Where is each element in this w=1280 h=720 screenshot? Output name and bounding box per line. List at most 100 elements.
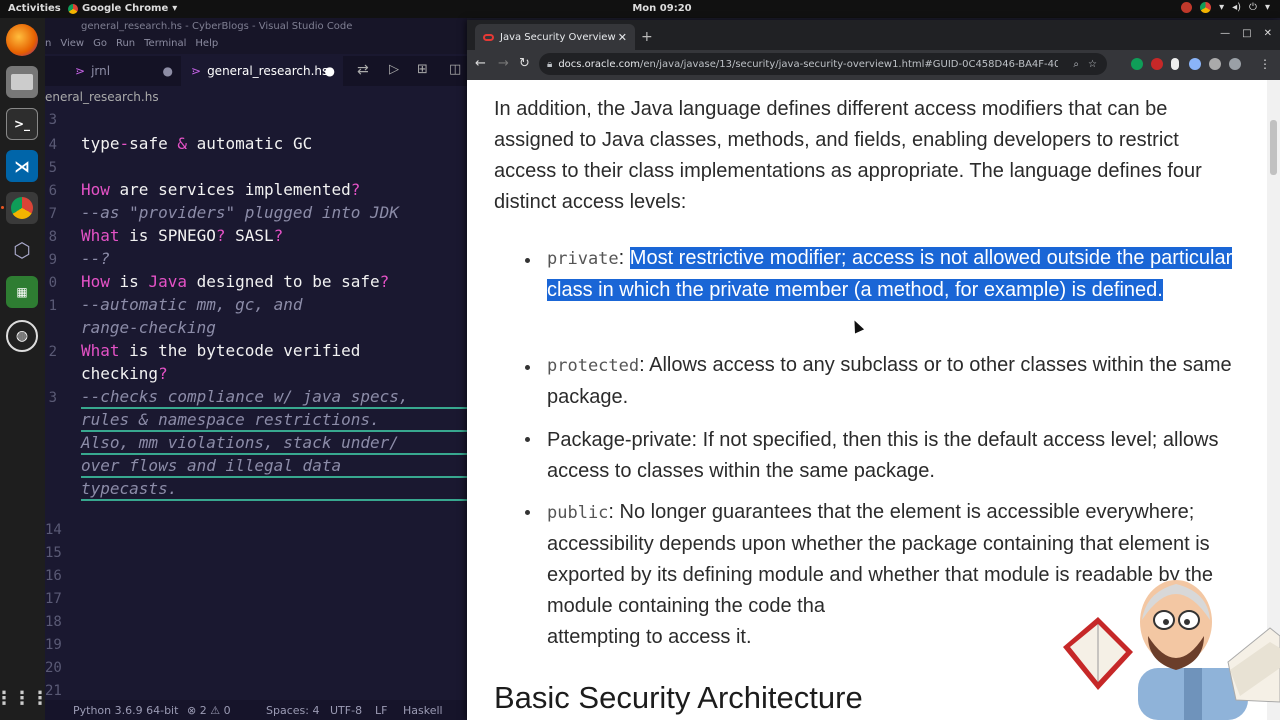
chrome-tray-icon[interactable] — [1200, 2, 1212, 13]
haskell-file-icon: ⋗ — [191, 64, 202, 78]
back-icon[interactable]: ← — [475, 56, 486, 71]
bullet — [525, 258, 535, 268]
menu-item[interactable]: n — [45, 38, 52, 49]
line-highlight — [81, 407, 467, 409]
code-line: What is SPNEGO? SASL? — [81, 226, 284, 245]
indentation[interactable]: Spaces: 4 — [266, 704, 320, 717]
breadcrumb[interactable]: eneral_research.hs — [45, 90, 159, 104]
code-op: & — [177, 134, 187, 153]
run-icon[interactable]: ▷ — [389, 62, 399, 77]
chrome-icon[interactable] — [6, 192, 38, 224]
extension-icon[interactable] — [1151, 58, 1163, 70]
extension-icon[interactable] — [1189, 58, 1201, 70]
item-text-continued: attempting to access it. — [547, 626, 752, 648]
python-interpreter[interactable]: Python 3.6.9 64-bit — [73, 704, 179, 717]
book-stack-icon — [1227, 627, 1280, 703]
code-comment: over flows and illegal data — [81, 456, 342, 475]
close-icon[interactable]: ✕ — [1263, 28, 1272, 39]
app-grid-icon[interactable]: ⋮⋮⋮ — [0, 687, 49, 709]
network-icon[interactable]: ▾ — [1219, 2, 1225, 13]
bookmark-star-icon[interactable]: ☆ — [1088, 58, 1097, 70]
virtualbox-icon[interactable]: ⬡ — [13, 238, 31, 262]
editor-tabs: ⋗ jrnl ● ⋗ general_research.hs ● ⇄ ▷ ⊞ ◫ — [45, 56, 467, 86]
code-comment: --checks compliance w/ java specs, — [81, 387, 409, 406]
line-number: 9 — [48, 252, 57, 268]
reload-icon[interactable]: ↻ — [519, 56, 530, 71]
list-item: public: No longer guarantees that the el… — [547, 497, 1247, 653]
files-icon[interactable] — [6, 66, 38, 98]
menu-terminal[interactable]: Terminal — [144, 38, 187, 49]
chevron-down-icon: ▾ — [172, 3, 178, 14]
url-domain: docs.oracle.com — [558, 58, 641, 70]
line-number: 21 — [45, 683, 62, 699]
window-controls: — □ ✕ — [1220, 28, 1272, 39]
code-editor[interactable]: 3 4 type-safe & automatic GC 5 6 How are… — [45, 110, 467, 700]
activities-button[interactable]: Activities — [8, 3, 61, 14]
system-tray[interactable]: ▾ ◂) ⏻ ▾ — [1181, 2, 1270, 13]
line-highlight — [81, 499, 467, 501]
problems-indicator[interactable]: ⊗ 2 ⚠ 0 — [187, 704, 231, 717]
new-tab-icon[interactable]: + — [641, 29, 653, 45]
vscode-title-bar: general_research.hs - CyberBlogs - Visua… — [45, 18, 467, 38]
menu-view[interactable]: View — [60, 38, 85, 49]
language-mode[interactable]: Haskell — [403, 704, 443, 717]
chrome-window: Java Security Overview ✕ + — □ ✕ ← → ↻ 🔒… — [467, 20, 1280, 720]
compare-icon[interactable]: ⇄ — [357, 62, 369, 78]
app-menu[interactable]: Google Chrome ▾ — [68, 3, 177, 14]
extension-icon[interactable] — [1171, 58, 1179, 70]
line-ending[interactable]: LF — [375, 704, 388, 717]
extension-icon[interactable] — [1131, 58, 1143, 70]
menu-help[interactable]: Help — [195, 38, 219, 49]
line-number: 16 — [45, 568, 62, 584]
section-heading: Basic Security Architecture — [494, 680, 863, 715]
vscode-icon[interactable]: ⋊ — [6, 150, 38, 182]
forward-icon[interactable]: → — [498, 56, 509, 71]
cartoon-person — [1138, 580, 1248, 720]
menu-run[interactable]: Run — [115, 38, 136, 49]
code-op: ? — [215, 226, 226, 245]
code-term: public — [547, 503, 609, 523]
list-item: protected: Allows access to any subclass… — [547, 350, 1247, 413]
vscode-menubar: n View Go Run Terminal Help — [45, 38, 467, 54]
unsaved-dot-icon: ● — [162, 64, 173, 78]
tab-java-security-overview[interactable]: Java Security Overview ✕ — [475, 24, 635, 50]
menu-go[interactable]: Go — [93, 38, 107, 49]
chrome-toolbar: ← → ↻ 🔒︎ docs.oracle.com/en/java/javase/… — [467, 50, 1280, 80]
terminal-icon[interactable]: >_ — [6, 108, 38, 140]
puzzle-extensions-icon[interactable] — [1209, 58, 1221, 70]
close-tab-icon[interactable]: ✕ — [617, 31, 627, 44]
split-editor-icon[interactable]: ◫ — [449, 62, 462, 77]
more-menu-icon[interactable]: ⋮ — [1259, 57, 1271, 71]
profile-avatar[interactable] — [1229, 58, 1241, 70]
tab-general-research[interactable]: ⋗ general_research.hs ● — [181, 56, 343, 86]
scrollbar-thumb[interactable] — [1270, 120, 1277, 175]
search-icon[interactable]: ⌕ — [1073, 58, 1079, 70]
selected-text[interactable]: Most restrictive modifier; access is not… — [547, 247, 1233, 301]
obs-tray-icon[interactable] — [1181, 2, 1193, 13]
code-term: protected — [547, 356, 640, 376]
vscode-window-title: general_research.hs - CyberBlogs - Visua… — [81, 21, 353, 32]
line-number: 3 — [48, 390, 57, 406]
power-icon[interactable]: ⏻ — [1249, 2, 1257, 13]
minimize-icon[interactable]: — — [1220, 28, 1231, 39]
chevron-down-icon[interactable]: ▾ — [1264, 2, 1270, 13]
address-bar[interactable]: 🔒︎ docs.oracle.com/en/java/javase/13/sec… — [539, 53, 1107, 75]
preview-icon[interactable]: ⊞ — [417, 62, 428, 77]
volume-icon[interactable]: ◂) — [1232, 2, 1242, 13]
clock[interactable]: Mon 09:20 — [632, 3, 692, 14]
item-text: Allows access to any subclass or to othe… — [547, 354, 1232, 408]
separator: : — [639, 354, 650, 376]
encoding[interactable]: UTF-8 — [330, 704, 363, 717]
maximize-icon[interactable]: □ — [1242, 28, 1252, 39]
firefox-icon[interactable] — [6, 24, 38, 56]
item-text: Package-private: If not specified, then … — [547, 429, 1219, 482]
code-comment: Also, mm violations, stack under/ — [81, 433, 399, 452]
obs-icon[interactable]: ◍ — [6, 320, 38, 352]
unsaved-dot-icon: ● — [324, 64, 335, 78]
calc-icon[interactable]: ▦ — [6, 276, 38, 308]
url-path: /en/java/javase/13/security/java-securit… — [640, 58, 1059, 70]
scrollbar[interactable] — [1267, 80, 1280, 720]
tab-jrnl[interactable]: ⋗ jrnl ● — [45, 56, 181, 86]
line-number: 0 — [48, 275, 57, 291]
line-highlight — [81, 430, 467, 432]
